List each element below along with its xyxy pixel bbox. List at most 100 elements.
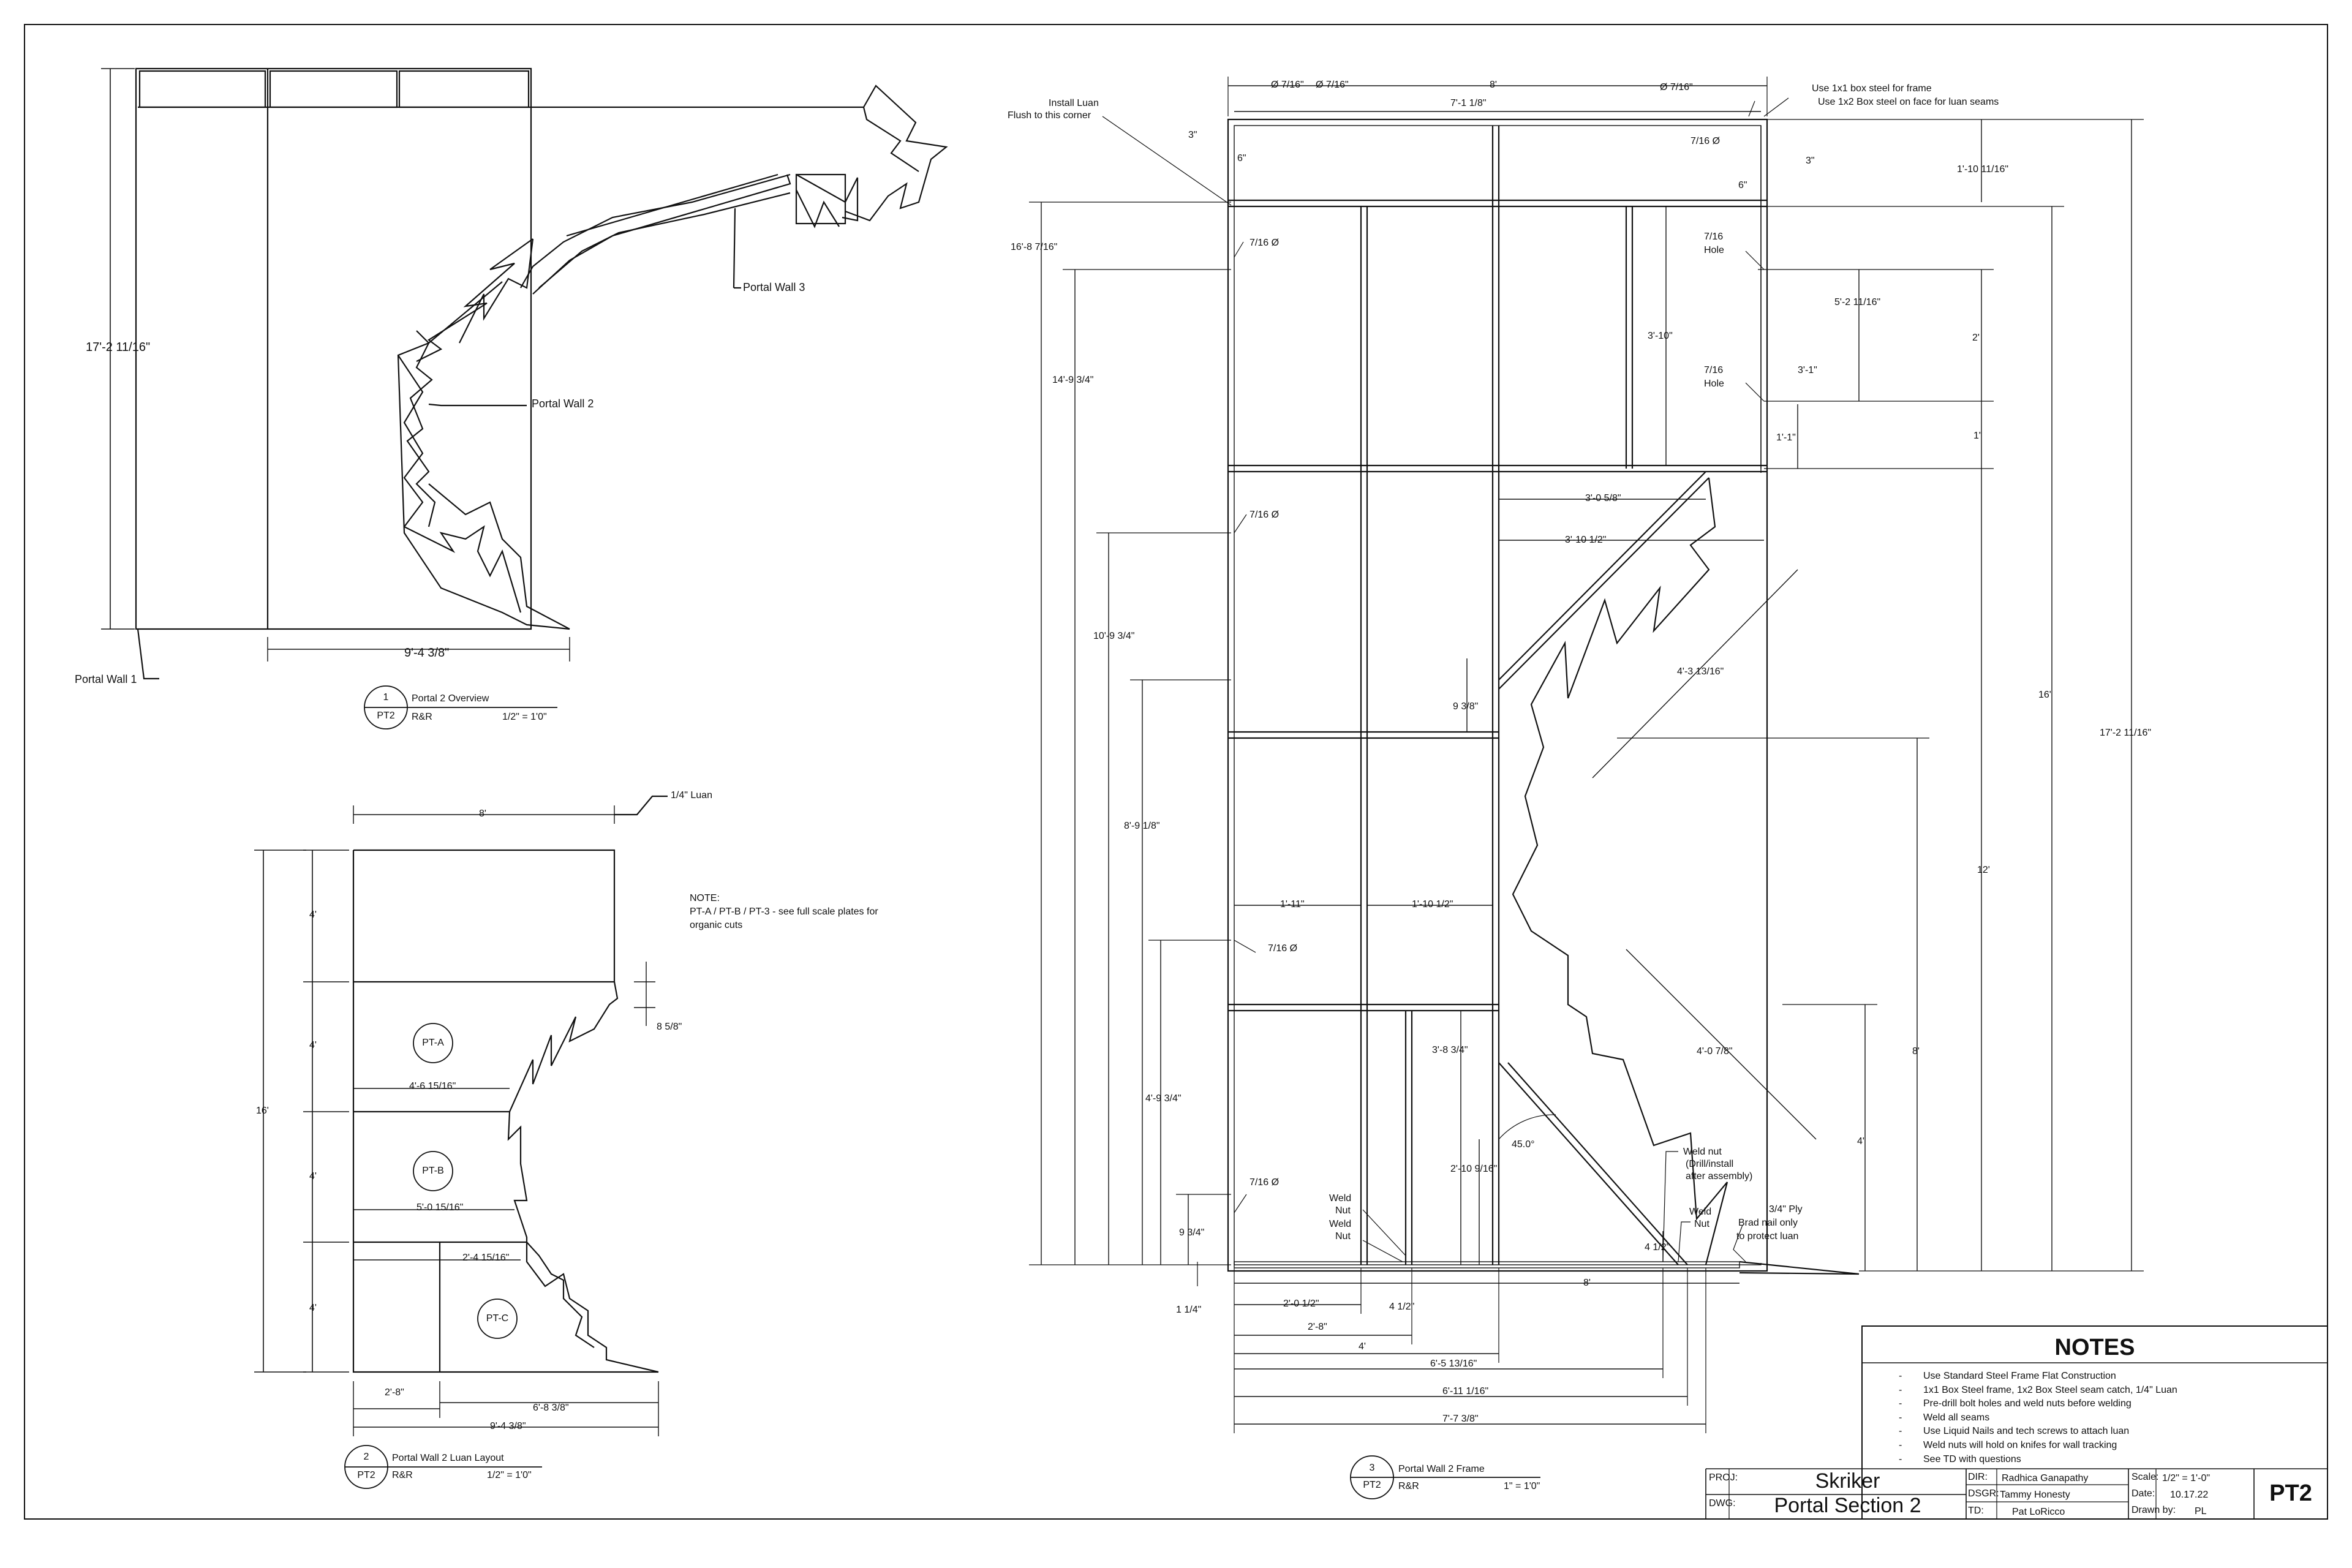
date-label: Date: (2132, 1488, 2155, 1499)
luan-dim-a: 4'-6 15/16" (409, 1081, 456, 1091)
hole-lower-size: 7/16 (1704, 365, 1724, 375)
note-item: -Weld nuts will hold on knifes for wall … (1899, 1439, 2117, 1450)
weld-nut-left-4: Nut (1335, 1231, 1351, 1242)
frame-dim-b-2-0: 2'-0 1/2" (1283, 1298, 1319, 1309)
weld-nut-left-2: Nut (1335, 1205, 1351, 1216)
hole-upper-label: Hole (1704, 245, 1724, 255)
frame-by: R&R (1398, 1481, 1419, 1491)
ply-callout-3: to protect luan (1736, 1231, 1799, 1242)
luan-bottom-mid-dim: 6'-8 3/8" (533, 1403, 569, 1413)
luan-drawing-number: 2 (363, 1452, 369, 1462)
panel-pt-c: PT-C (486, 1313, 509, 1324)
frame-dim-l-10-9: 10'-9 3/4" (1093, 631, 1135, 641)
weld-nut-left-1: Weld (1329, 1193, 1352, 1204)
frame-dim-l-16-8: 16'-8 7/16" (1011, 242, 1058, 252)
callout-install-luan-2: Flush to this corner (1008, 110, 1091, 121)
overview-width-dim: 9'-4 3/8" (404, 646, 450, 660)
frame-dim-l-14-9: 14'-9 3/4" (1052, 375, 1094, 385)
drawn-by-label: Drawn by: (2132, 1505, 2176, 1515)
frame-dim-c-4-5: 4 1/2" (1645, 1242, 1670, 1253)
callout-box-steel-1: Use 1x1 box steel for frame (1812, 83, 1932, 94)
note-item: -Use Standard Steel Frame Flat Construct… (1899, 1371, 2116, 1381)
frame-hole-dia-3: Ø 7/16" (1660, 82, 1693, 92)
luan-note-line-1: PT-A / PT-B / PT-3 - see full scale plat… (690, 907, 878, 917)
luan-bottom-left-dim: 2'-8" (385, 1387, 404, 1398)
luan-row-dim-1: 4' (309, 910, 317, 920)
luan-note-line-2: organic cuts (690, 920, 743, 930)
frame-hole-dia-1: Ø 7/16" (1271, 80, 1304, 90)
frame-scale: 1" = 1'0" (1504, 1481, 1540, 1491)
overview-height-dim: 17'-2 11/16" (86, 341, 151, 354)
dir-label: DIR: (1968, 1472, 1988, 1482)
frame-dim-r-1: 1' (1973, 431, 1981, 441)
frame-hole-dia-2: Ø 7/16" (1316, 80, 1349, 90)
frame-dim-c-3-8: 3'-8 3/4" (1432, 1045, 1468, 1055)
drawing-name: Portal Section 2 (1774, 1494, 1921, 1517)
dsgr-label: DSGR: (1968, 1488, 1999, 1499)
frame-dim-r-1-1: 1'-1" (1776, 432, 1796, 443)
frame-dim-b-6-11: 6'-11 1/16" (1442, 1386, 1489, 1396)
luan-title: Portal Wall 2 Luan Layout (392, 1453, 504, 1463)
hole-upper-size: 7/16 (1704, 232, 1724, 242)
td-label: TD: (1968, 1506, 1984, 1516)
panel-pt-b: PT-B (422, 1166, 444, 1176)
frame-drawing-number: 3 (1369, 1463, 1375, 1473)
luan-dim-c: 2'-4 15/16" (462, 1253, 510, 1263)
designer-name: Tammy Honesty (2000, 1490, 2070, 1500)
frame-dim-b-7-7: 7'-7 3/8" (1442, 1414, 1479, 1424)
overview-sheet-ref: PT2 (377, 710, 395, 721)
note-item: -Weld all seams (1899, 1412, 1990, 1423)
portal-wall-2-label: Portal Wall 2 (532, 398, 594, 410)
portal-wall-3-label: Portal Wall 3 (743, 281, 805, 293)
luan-by: R&R (392, 1470, 413, 1480)
frame-dim-c-4-3: 4'-3 13/16" (1677, 666, 1724, 677)
overview-drawing-number: 1 (383, 692, 389, 703)
portal-wall-1-label: Portal Wall 1 (75, 673, 137, 685)
frame-top-inner-dim: 7'-1 1/8" (1450, 98, 1487, 108)
luan-row-dim-3: 4' (309, 1171, 317, 1182)
luan-sheet-ref: PT2 (357, 1470, 375, 1480)
luan-dim-b: 5'-0 15/16" (417, 1202, 464, 1213)
luan-total-dim: 16' (256, 1106, 269, 1116)
frame-dim-l-8-9: 8'-9 1/8" (1124, 821, 1160, 831)
frame-sheet-ref: PT2 (1363, 1480, 1381, 1490)
frame-dim-c-4-0: 4'-0 7/8" (1697, 1046, 1733, 1057)
frame-dim-r-3-1: 3'-1" (1798, 365, 1817, 375)
luan-scale: 1/2" = 1'0" (487, 1470, 532, 1480)
overview-by: R&R (412, 712, 432, 722)
frame-three-in-right: 3" (1806, 156, 1815, 166)
frame-angle-45: 45.0° (1512, 1139, 1535, 1150)
luan-bottom-total-dim: 9'-4 3/8" (490, 1421, 526, 1431)
scale-label: Scale: (2132, 1472, 2159, 1482)
frame-dim-c-3-0: 3'-0 5/8" (1585, 493, 1621, 503)
hole-symbol-1: 7/16 Ø (1250, 238, 1280, 248)
frame-dim-r-17: 17'-2 11/16" (2100, 728, 2152, 738)
proj-label: PROJ: (1709, 1472, 1738, 1483)
scale-value: 1/2" = 1'-0" (2162, 1473, 2211, 1483)
callout-install-luan-1: Install Luan (1049, 98, 1099, 108)
notes-heading: NOTES (2054, 1335, 2135, 1360)
notes-title-block (1705, 1325, 2328, 1520)
frame-dim-c-2-10: 2'-10 9/16" (1450, 1164, 1498, 1174)
weld-nut-drill-1: Weld nut (1683, 1147, 1722, 1157)
luan-note-title: NOTE: (690, 893, 720, 903)
frame-dim-b-2-8: 2'-8" (1308, 1322, 1327, 1332)
weld-nut-right-2: Nut (1694, 1219, 1709, 1229)
frame-dim-l-9-3-4: 9 3/4" (1179, 1227, 1205, 1238)
frame-dim-b-4: 4' (1359, 1341, 1366, 1352)
td-name: Pat LoRicco (2012, 1507, 2065, 1517)
hole-lower-label: Hole (1704, 379, 1724, 389)
frame-dim-l-1-1-4: 1 1/4" (1176, 1305, 1202, 1315)
frame-dim-c-3-10-half: 3'-10 1/2" (1565, 535, 1607, 545)
drawn-by-value: PL (2195, 1506, 2207, 1517)
frame-top-width-dim: 8' (1490, 80, 1497, 90)
frame-dim-r-2: 2' (1972, 333, 1980, 343)
overview-drawing (101, 67, 948, 729)
luan-row-dim-2: 4' (309, 1040, 317, 1050)
frame-three-in-left: 3" (1188, 130, 1197, 140)
frame-six-in-left: 6" (1237, 153, 1246, 164)
note-item: -1x1 Box Steel frame, 1x2 Box Steel seam… (1899, 1384, 2177, 1395)
project-name: Skriker (1815, 1469, 1880, 1493)
luan-notch-dim: 8 5/8" (657, 1022, 682, 1032)
